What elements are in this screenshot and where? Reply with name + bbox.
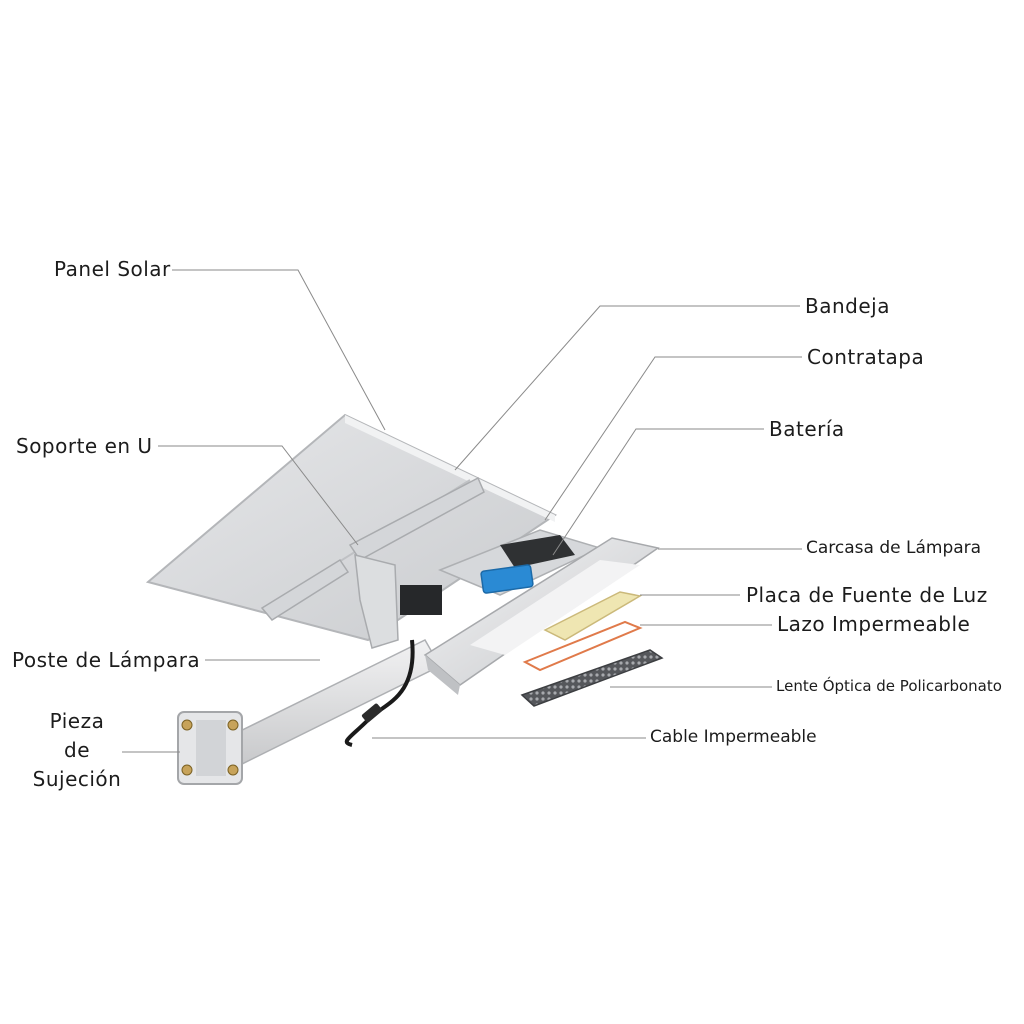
controller-box	[400, 585, 442, 615]
label-pieza-de-sujecion: Pieza de Sujeción	[22, 707, 132, 794]
tray	[438, 529, 603, 596]
label-soporte-en-u: Soporte en U	[16, 434, 153, 458]
label-bateria: Batería	[769, 417, 845, 441]
leader-bateria	[552, 428, 764, 556]
label-lazo-impermeable: Lazo Impermeable	[777, 612, 971, 636]
label-lente-optica: Lente Óptica de Policarbonato	[776, 677, 1002, 695]
label-pieza-line-3: Sujeción	[32, 767, 122, 791]
label-pieza-line-2: de	[64, 738, 90, 762]
lamp-pole	[220, 639, 442, 766]
cable-connector	[361, 703, 383, 723]
label-cable-impermeable: Cable Impermeable	[650, 727, 817, 747]
polycarbonate-lens	[520, 649, 664, 707]
u-bracket	[260, 476, 485, 649]
clamp	[177, 711, 243, 785]
leader-soporte-en-u	[158, 445, 359, 546]
leader-panel-solar	[172, 269, 386, 431]
leader-bandeja	[454, 305, 800, 471]
leader-contratapa	[544, 356, 802, 521]
battery	[480, 564, 534, 594]
solar-panel	[145, 413, 558, 642]
label-contratapa: Contratapa	[807, 345, 925, 369]
label-pieza-line-1: Pieza	[49, 709, 105, 733]
label-carcasa-de-lampara: Carcasa de Lámpara	[806, 538, 982, 558]
label-bandeja: Bandeja	[805, 294, 890, 318]
label-poste-de-lampara: Poste de Lámpara	[12, 648, 201, 672]
light-source-plate	[543, 591, 643, 641]
label-placa-fuente-luz: Placa de Fuente de Luz	[746, 583, 988, 607]
lamp-housing	[423, 537, 660, 695]
label-panel-solar: Panel Solar	[54, 257, 171, 281]
leader-lines	[122, 269, 802, 753]
waterproof-gasket	[522, 620, 643, 672]
